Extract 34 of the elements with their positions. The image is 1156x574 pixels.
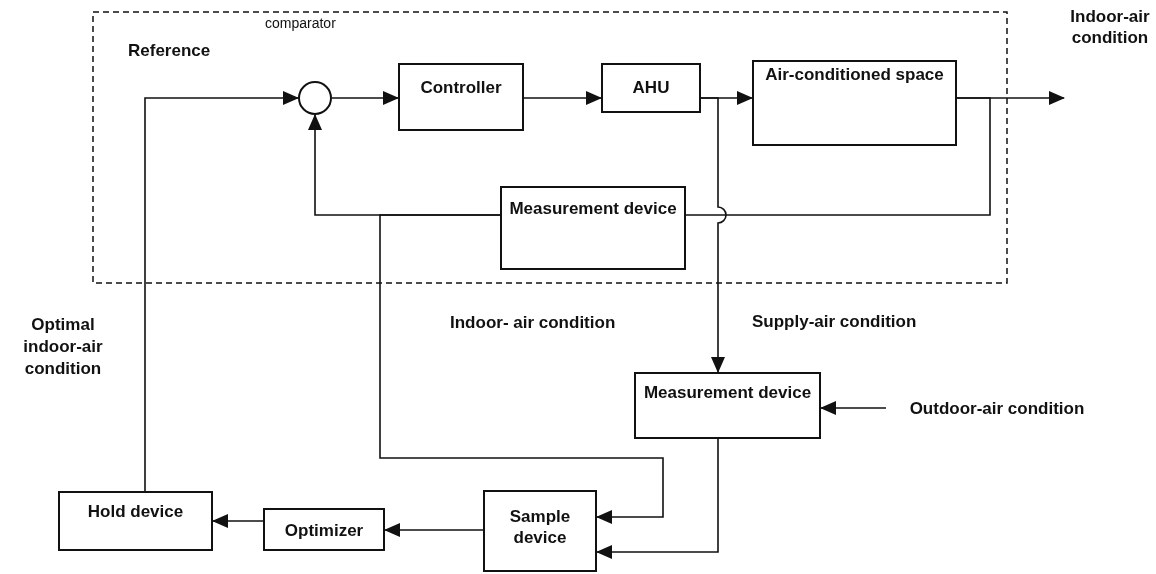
box-label: AHU — [632, 78, 670, 97]
signal-label: Indoor- air condition — [450, 312, 617, 334]
signal-label: Outdoor-air condition — [909, 398, 1085, 419]
process-box — [398, 63, 524, 131]
arrow — [700, 97, 727, 373]
signal-label: Indoor-air condition — [1069, 6, 1151, 48]
arrow — [379, 214, 664, 524]
box-label: Measurement device — [509, 199, 677, 218]
box-label: Hold device — [87, 502, 184, 521]
arrow — [523, 91, 602, 105]
process-box — [500, 186, 686, 270]
signal-label: Optimal indoor-air condition — [22, 314, 104, 380]
arrow — [331, 91, 399, 105]
box-label: Air-conditioned space — [765, 65, 944, 84]
arrow — [212, 514, 264, 528]
process-box — [58, 491, 213, 551]
comparator-circle — [298, 81, 332, 115]
box-label: Controller — [420, 78, 502, 97]
node-caption: comparator — [265, 15, 336, 31]
process-box — [752, 60, 957, 146]
box-label: Measurement device — [643, 383, 812, 402]
arrow — [144, 91, 299, 492]
signal-label: Reference — [128, 40, 212, 62]
arrow — [384, 523, 484, 537]
arrow — [820, 401, 887, 415]
signal-label: Supply-air condition — [752, 311, 918, 333]
process-box — [634, 372, 821, 439]
arrow — [596, 438, 719, 559]
box-label: Sample device — [509, 507, 571, 547]
process-box — [263, 508, 385, 551]
box-label: Optimizer — [284, 521, 364, 540]
process-box — [601, 63, 701, 113]
connector-line — [685, 97, 991, 216]
process-box — [483, 490, 597, 572]
